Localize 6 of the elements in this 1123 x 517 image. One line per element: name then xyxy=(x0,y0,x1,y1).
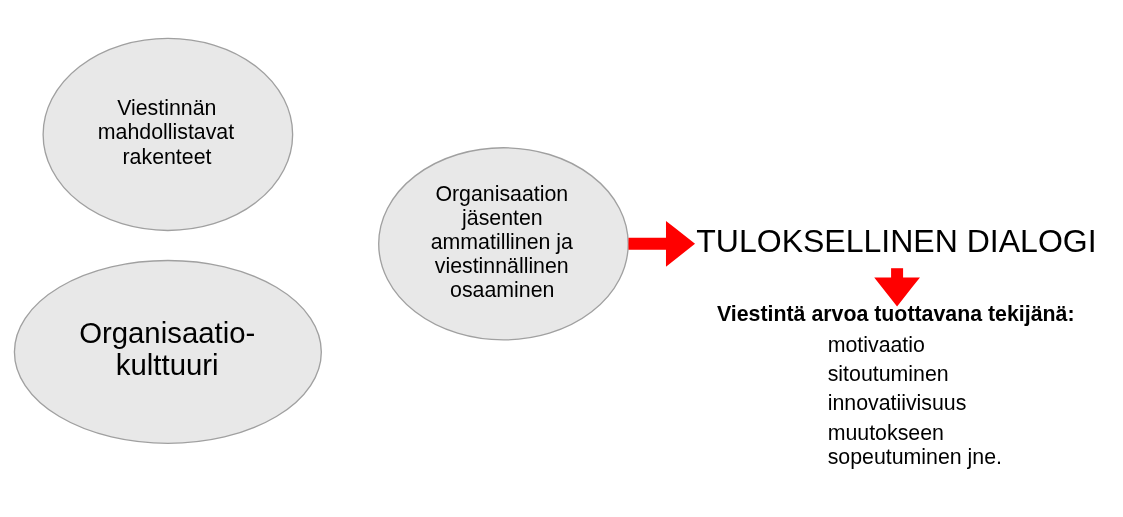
arrow xyxy=(628,220,696,267)
node-text: Viestintä arvoa tuottavana tekijänä: motivaatio sitoutuminen innovatiivisuus muutokseen sopeutuminen jne. xyxy=(716,301,1075,469)
node-ellipse: Organisaation jäsenten ammatillinen ja viestinnällinen osaaminen xyxy=(378,147,629,341)
node-ellipse: Viestinnän mahdollistavat rakenteet xyxy=(42,37,294,232)
node-ellipse: Organisaatio-kulttuuri xyxy=(13,259,322,444)
node-text: TULOKSELLINEN DIALOGI xyxy=(696,223,1097,260)
